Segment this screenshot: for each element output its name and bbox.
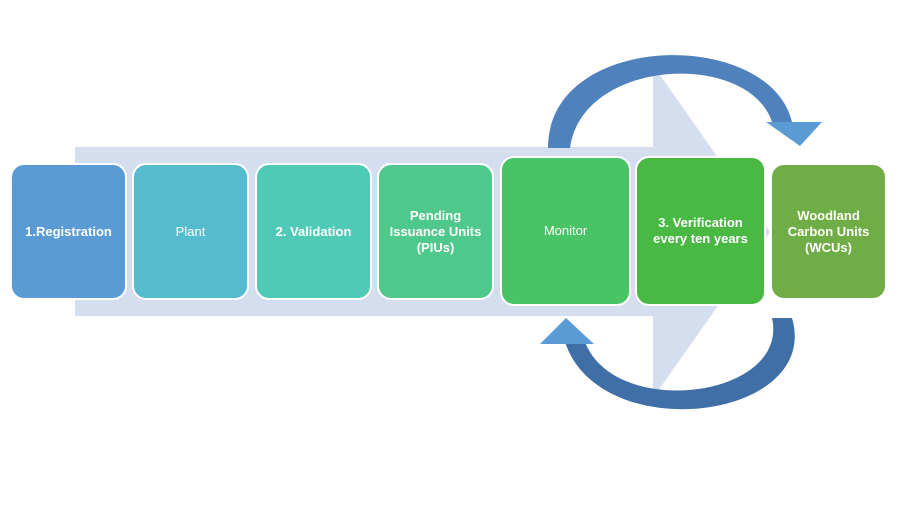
step-woodland-carbon-units-label: Woodland Carbon Units (WCUs) <box>787 207 870 255</box>
top-cycle-arrow-body <box>548 55 792 148</box>
step-monitor: Monitor <box>500 156 631 306</box>
step-plant-label: Plant <box>175 223 206 239</box>
step-monitor-label: Monitor <box>543 223 588 238</box>
step-pending-issuance-units-label: Pending Issuance Units (PIUs) <box>389 207 482 255</box>
step-woodland-carbon-units: Woodland Carbon Units (WCUs) <box>770 163 887 300</box>
step-validation-label: 2. Validation <box>275 223 352 239</box>
bottom-cycle-arrow-head <box>540 318 594 344</box>
step-verification: 3. Verification every ten years <box>635 156 766 306</box>
step-plant: Plant <box>132 163 249 300</box>
step-pending-issuance-units: Pending Issuance Units (PIUs) <box>377 163 494 300</box>
bottom-cycle-arrow-body <box>565 318 795 410</box>
step-registration-label: 1.Registration <box>25 223 112 239</box>
step-validation: 2. Validation <box>255 163 372 300</box>
step-registration: 1.Registration <box>10 163 127 300</box>
step-verification-label: 3. Verification every ten years <box>653 215 748 246</box>
top-cycle-arrow-head <box>766 122 822 146</box>
